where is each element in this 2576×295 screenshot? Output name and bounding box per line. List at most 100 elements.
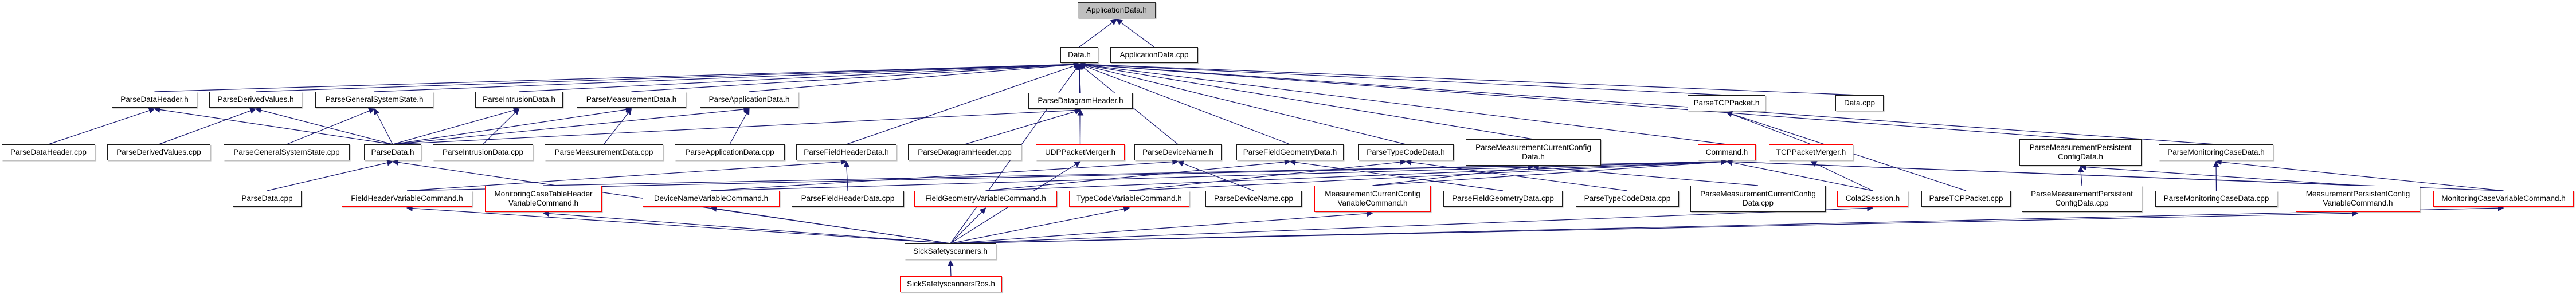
graph-node-parsefieldgeometrydata-cpp[interactable]: ParseFieldGeometryData.cpp <box>1443 191 1563 207</box>
include-edge <box>1078 63 1290 145</box>
include-edge <box>542 210 951 244</box>
graph-node-parsedatagramheader-cpp[interactable]: ParseDatagramHeader.cpp <box>908 144 1021 160</box>
include-edge <box>158 108 257 145</box>
graph-node-parseintrusiondata-cpp[interactable]: ParseIntrusionData.cpp <box>433 144 533 160</box>
graph-node-parsedevicename-cpp[interactable]: ParseDeviceName.cpp <box>1205 191 1302 207</box>
graph-node-monitoringcasevariablecommand-h[interactable]: MonitoringCaseVariableCommand.h <box>2433 191 2574 207</box>
graph-node-parsefieldgeometrydata-h[interactable]: ParseFieldGeometryData.h <box>1236 144 1344 160</box>
include-edge <box>1726 159 1873 191</box>
graph-node-parsemonitoringcasedata-cpp[interactable]: ParseMonitoringCaseData.cpp <box>2155 191 2277 207</box>
graph-node-parsedata-h[interactable]: ParseData.h <box>364 144 421 160</box>
graph-node-sicksafetyscanners-h[interactable]: SickSafetyscanners.h <box>905 243 996 259</box>
include-edge <box>154 61 1080 92</box>
graph-node-parsemeasurementdata-cpp[interactable]: ParseMeasurementData.cpp <box>545 144 663 160</box>
graph-node-parsedevicename-h[interactable]: ParseDeviceName.h <box>1134 144 1222 160</box>
include-edge <box>374 108 393 145</box>
include-edge <box>406 159 847 191</box>
graph-node-parsemeasurementcurrentconfigdata-h[interactable]: ParseMeasurementCurrentConfig Data.h <box>1466 139 1601 166</box>
graph-node-applicationdata-h[interactable]: ApplicationData.h <box>1078 2 1156 18</box>
include-edge <box>950 210 1373 244</box>
include-edge <box>950 204 2504 244</box>
graph-node-data-cpp[interactable]: Data.cpp <box>1835 95 1884 111</box>
include-edge <box>985 158 1728 191</box>
include-edge <box>711 159 1179 191</box>
graph-node-command-h[interactable]: Command.h <box>1698 144 1756 160</box>
graph-node-fieldgeometryvariablecommand-h[interactable]: FieldGeometryVariableCommand.h <box>914 191 1057 207</box>
graph-node-cola2session-h[interactable]: Cola2Session.h <box>1837 191 1908 207</box>
graph-node-udppacketmerger-h[interactable]: UDPPacketMerger.h <box>1036 144 1125 160</box>
graph-node-parsetypecodedata-h[interactable]: ParseTypeCodeData.h <box>1358 144 1454 160</box>
graph-node-parseintrusiondata-h[interactable]: ParseIntrusionData.h <box>475 92 563 108</box>
graph-node-parsemeasurementpersistentconfigdata-h[interactable]: ParseMeasurementPersistent ConfigData.h <box>2019 139 2142 166</box>
include-edge <box>631 61 1080 92</box>
include-edge <box>48 107 155 145</box>
graph-node-parsedata-cpp[interactable]: ParseData.cpp <box>233 191 302 207</box>
graph-node-parsegeneralsystemstate-cpp[interactable]: ParseGeneralSystemState.cpp <box>224 144 350 160</box>
include-edge <box>843 160 850 191</box>
graph-node-fieldheadervariablecommand-h[interactable]: FieldHeaderVariableCommand.h <box>342 191 472 207</box>
include-edge <box>1810 161 1873 191</box>
graph-node-parsemonitoringcasedata-h[interactable]: ParseMonitoringCaseData.h <box>2159 144 2273 160</box>
graph-node-monitoringcasetableheadervariablecommand-h[interactable]: MonitoringCaseTableHeader VariableComman… <box>485 186 602 212</box>
graph-node-parsederivedvalues-cpp[interactable]: ParseDerivedValues.cpp <box>107 144 210 160</box>
graph-node-tcppacketmerger-h[interactable]: TCPPacketMerger.h <box>1769 144 1853 160</box>
graph-node-measurementpersistentconfigvariablecommand-h[interactable]: MeasurementPersistentConfig VariableComm… <box>2296 186 2420 212</box>
include-edge <box>392 106 750 145</box>
include-edge <box>729 108 750 145</box>
include-edge <box>1372 159 1728 186</box>
include-edge <box>1078 61 1727 96</box>
graph-node-parsemeasurementpersistentconfigdata-cpp[interactable]: ParseMeasurementPersistent ConfigData.cp… <box>2022 186 2142 212</box>
include-edge <box>604 108 632 145</box>
include-edge <box>1405 159 1628 191</box>
include-edge <box>255 61 1080 92</box>
include-edge <box>749 61 1080 92</box>
graph-node-parsetypecodedata-cpp[interactable]: ParseTypeCodeData.cpp <box>1576 191 1679 207</box>
include-edge <box>255 107 393 145</box>
include-edge <box>483 108 520 145</box>
include-edge <box>406 205 951 244</box>
include-edge <box>1116 19 1154 48</box>
include-edge <box>2080 164 2358 186</box>
include-edge <box>286 108 375 145</box>
graph-node-typecodevariablecommand-h[interactable]: TypeCodeVariableCommand.h <box>1069 191 1189 207</box>
graph-node-parsegeneralsystemstate-h[interactable]: ParseGeneralSystemState.h <box>315 92 433 108</box>
include-edge <box>267 159 394 191</box>
include-edge <box>947 259 954 277</box>
include-edge <box>374 61 1080 92</box>
include-edge <box>1078 61 2081 140</box>
include-edge <box>1078 61 1727 145</box>
graph-node-parsemeasurementdata-h[interactable]: ParseMeasurementData.h <box>577 92 686 108</box>
graph-node-parseapplicationdata-cpp[interactable]: ParseApplicationData.cpp <box>675 144 785 160</box>
include-edge <box>392 107 632 145</box>
graph-node-parsetcppacket-cpp[interactable]: ParseTCPPacket.cpp <box>1921 191 2011 207</box>
graph-node-parsefieldheaderdata-cpp[interactable]: ParseFieldHeaderData.cpp <box>792 191 904 207</box>
include-edge <box>392 107 1082 145</box>
graph-node-data-h[interactable]: Data.h <box>1060 47 1098 63</box>
graph-node-sicksafetyscannersros-h[interactable]: SickSafetyscannersRos.h <box>900 276 1002 292</box>
include-edge <box>1372 164 1534 186</box>
graph-node-parsedataheader-cpp[interactable]: ParseDataHeader.cpp <box>2 144 95 160</box>
graph-node-parseapplicationdata-h[interactable]: ParseApplicationData.h <box>700 92 798 108</box>
include-edge <box>950 204 1874 244</box>
include-edge <box>1725 111 1811 145</box>
graph-node-parsedataheader-h[interactable]: ParseDataHeader.h <box>112 92 197 108</box>
include-edge <box>1078 62 1534 140</box>
graph-node-measurementcurrentconfigvariablecommand-h[interactable]: MeasurementCurrentConfig VariableCommand… <box>1314 186 1431 212</box>
include-edge <box>1078 61 1860 96</box>
include-edge <box>964 108 1082 145</box>
include-edge <box>1129 159 1407 191</box>
graph-node-parsefieldheaderdata-h[interactable]: ParseFieldHeaderData.h <box>796 144 896 160</box>
include-edge <box>406 158 1728 191</box>
graph-node-parsetcppacket-h[interactable]: ParseTCPPacket.h <box>1688 95 1765 111</box>
include-edge <box>1532 164 1759 186</box>
include-edge <box>846 63 1080 145</box>
include-edge <box>2215 159 2504 191</box>
include-edge <box>392 107 520 145</box>
graph-node-applicationdata-cpp[interactable]: ApplicationData.cpp <box>1110 47 1198 63</box>
graph-node-devicenamevariablecommand-h[interactable]: DeviceNameVariableCommand.h <box>643 191 780 207</box>
graph-node-parsederivedvalues-h[interactable]: ParseDerivedValues.h <box>209 92 302 108</box>
include-edge <box>1078 61 2217 145</box>
graph-node-parsedatagramheader-h[interactable]: ParseDatagramHeader.h <box>1028 93 1133 109</box>
graph-node-parsemeasurementcurrentconfigdata-cpp[interactable]: ParseMeasurementCurrentConfig Data.cpp <box>1690 186 1826 212</box>
